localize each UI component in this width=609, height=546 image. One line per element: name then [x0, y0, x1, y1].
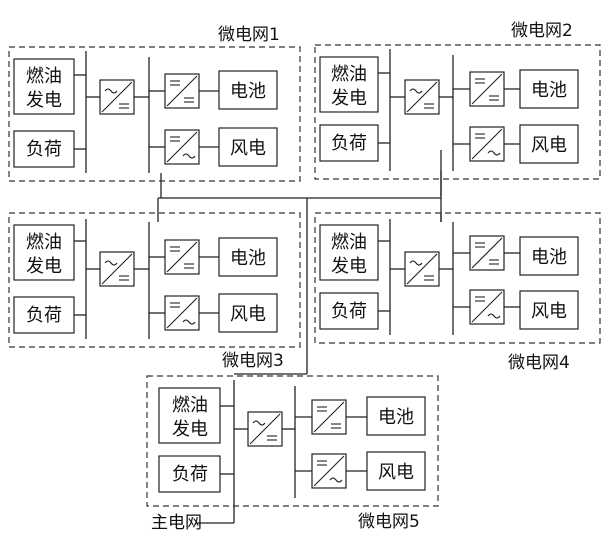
- ac-dc-converter: [247, 411, 283, 447]
- microgrid-boundary: [146, 375, 439, 507]
- wind-label: 风电: [531, 135, 567, 156]
- load-box: [13, 130, 75, 168]
- dc-ac-converter: [469, 126, 505, 162]
- fuel-generator-label-1: 燃油: [331, 64, 367, 85]
- battery-box: [519, 69, 579, 109]
- wind-box: [218, 293, 278, 333]
- microgrid-5-title: 微电网5: [358, 512, 420, 532]
- fuel-generator-box: [13, 58, 75, 115]
- dc-dc-converter: [311, 399, 347, 435]
- battery-label: 电池: [230, 81, 266, 102]
- fuel-generator-box: [158, 387, 221, 444]
- dc-dc-converter: [469, 71, 505, 107]
- dc-ac-converter: [311, 453, 347, 489]
- dc-dc-converter: [164, 239, 200, 275]
- microgrid-3-title: 微电网3: [222, 351, 284, 371]
- ac-dc-converter: [404, 79, 440, 115]
- fuel-generator-label-1: 燃油: [331, 232, 367, 253]
- battery-box: [366, 396, 426, 436]
- fuel-generator-label-2: 发电: [26, 90, 62, 111]
- fuel-generator-box: [13, 224, 75, 281]
- microgrid-3: 燃油 发电 负荷 电池 风电: [8, 212, 301, 348]
- microgrid-boundary: [8, 212, 301, 348]
- load-label: 负荷: [331, 301, 367, 322]
- microgrid-1: 燃油 发电 负荷 电池 风电: [8, 46, 301, 198]
- wind-label: 风电: [378, 462, 414, 483]
- fuel-generator-label-1: 燃油: [26, 232, 62, 253]
- wind-label: 风电: [230, 138, 266, 159]
- fuel-generator-label-1: 燃油: [172, 395, 208, 416]
- dc-ac-converter: [164, 295, 200, 331]
- ac-dc-converter: [99, 251, 135, 287]
- dc-dc-converter: [164, 73, 200, 109]
- fuel-generator-label-1: 燃油: [26, 66, 62, 87]
- microgrid-2: 燃油 发电 负荷 电池 风电: [314, 44, 601, 196]
- main-grid-label: 主电网: [151, 513, 202, 533]
- dc-ac-converter: [164, 129, 200, 165]
- wind-box: [218, 127, 278, 167]
- microgrid-boundary: [8, 46, 301, 182]
- ac-dc-converter: [404, 251, 440, 287]
- wind-box: [519, 290, 579, 330]
- load-label: 负荷: [172, 464, 208, 485]
- microgrid-4: 燃油 发电 负荷 电池 风电: [314, 212, 601, 344]
- load-box: [158, 455, 221, 493]
- wind-box: [519, 124, 579, 164]
- dc-dc-converter: [469, 235, 505, 271]
- battery-box: [218, 237, 278, 277]
- load-label: 负荷: [26, 305, 62, 326]
- battery-label: 电池: [531, 80, 567, 101]
- battery-label: 电池: [230, 248, 266, 269]
- ac-dc-converter: [99, 79, 135, 115]
- fuel-generator-label-2: 发电: [331, 88, 367, 109]
- microgrid-boundary: [314, 44, 601, 180]
- battery-box: [218, 70, 278, 110]
- fuel-generator-label-2: 发电: [331, 256, 367, 277]
- battery-label: 电池: [378, 407, 414, 428]
- battery-label: 电池: [531, 247, 567, 268]
- microgrid-4-title: 微电网4: [508, 353, 570, 373]
- load-label: 负荷: [26, 139, 62, 160]
- fuel-generator-box: [319, 56, 379, 113]
- microgrid-5: 燃油 发电 负荷 电池 风电: [146, 375, 439, 523]
- dc-ac-converter: [469, 289, 505, 325]
- wind-label: 风电: [531, 301, 567, 322]
- microgrid-2-title: 微电网2: [511, 21, 573, 41]
- fuel-generator-label-2: 发电: [26, 256, 62, 277]
- interconnect-lines: [157, 150, 442, 524]
- load-box: [319, 124, 379, 162]
- microgrid-1-title: 微电网1: [218, 25, 280, 45]
- wind-box: [366, 451, 426, 491]
- battery-box: [519, 236, 579, 276]
- load-box: [13, 296, 75, 334]
- load-box: [319, 292, 379, 330]
- load-label: 负荷: [331, 133, 367, 154]
- fuel-generator-label-2: 发电: [172, 419, 208, 440]
- microgrid-boundary: [314, 212, 601, 344]
- wind-label: 风电: [230, 304, 266, 325]
- fuel-generator-box: [319, 224, 379, 281]
